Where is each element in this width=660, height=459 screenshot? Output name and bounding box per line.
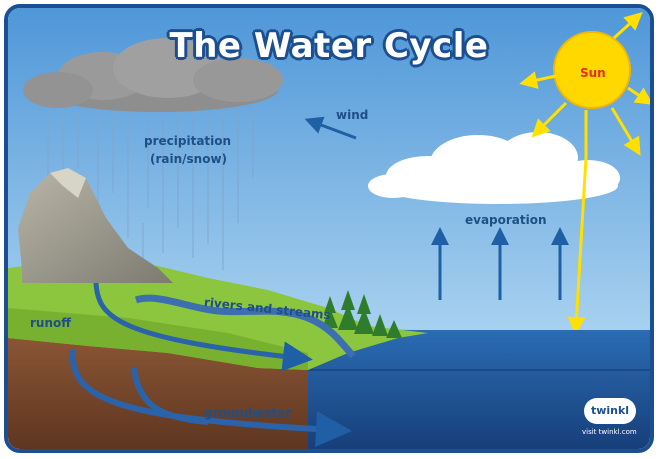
sun-rays [519,11,650,335]
precipitation-label: precipitation [144,134,232,148]
groundwater-arrow [69,349,352,448]
rain-streaks [47,108,254,273]
page-title: The Water Cycle [169,26,489,66]
twinkl-logo: twinkl [584,398,636,424]
precipitation-sub-label: (rain/snow) [150,152,228,166]
runoff-arrow [93,282,313,372]
white-cloud [368,132,620,204]
diagram-frame: The Water Cycle Sun wind precipitation (… [4,4,654,453]
wind-label: wind [336,108,369,122]
twinkl-url: visit twinkl.com [582,428,637,436]
sun-label: Sun [580,66,606,80]
runoff-label: runoff [30,316,71,330]
sun-icon [553,31,631,109]
sea [308,329,650,449]
sun-ray-to-sea [567,157,588,335]
river [134,294,356,359]
groundwater-label: groundwater [204,406,292,420]
evaporation-arrows [431,227,569,300]
mountain [18,168,173,283]
evaporation-label: evaporation [465,213,547,227]
water-cycle-scene [8,8,650,449]
groundwater-arrow-2 [131,367,209,425]
rain-cloud [23,38,283,112]
trees [322,290,402,338]
wind-arrow [304,116,357,140]
